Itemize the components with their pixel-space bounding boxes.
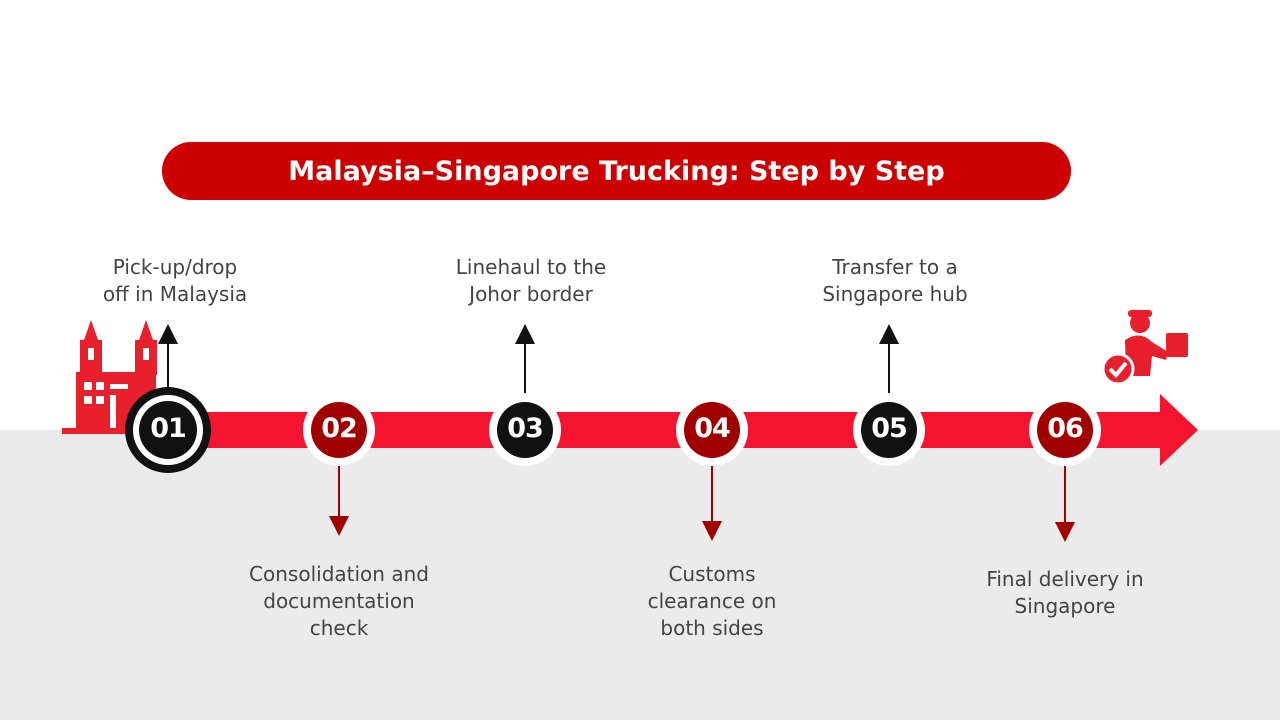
step-label-02: Consolidation and documentation check [209, 561, 469, 642]
step-label-04: Customs clearance on both sides [582, 561, 842, 642]
label-line: Transfer to a [832, 255, 958, 279]
label-line: Customs [668, 562, 756, 586]
title-banner: Malaysia–Singapore Trucking: Step by Ste… [162, 142, 1071, 200]
label-line: clearance on [647, 589, 777, 613]
step-number: 05 [871, 413, 908, 444]
step-label-01: Pick-up/drop off in Malaysia [45, 254, 305, 308]
step-number: 01 [150, 413, 187, 444]
title: Malaysia–Singapore Trucking: Step by Ste… [288, 155, 945, 187]
delivery-person-icon [1101, 310, 1188, 386]
label-line: Pick-up/drop [112, 255, 238, 279]
label-line: documentation [263, 589, 415, 613]
step-label-06: Final delivery in Singapore [935, 566, 1195, 620]
label-line: off in Malaysia [102, 282, 248, 306]
label-line: Singapore [1014, 594, 1116, 618]
label-line: Johor border [469, 282, 593, 306]
bottom-background [0, 430, 1280, 720]
label-line: Consolidation and [249, 562, 429, 586]
label-line: Linehaul to the [455, 255, 607, 279]
timeline-arrowhead [1160, 394, 1198, 466]
step-number: 06 [1047, 413, 1084, 444]
step-circle-02 [303, 394, 375, 466]
step-number: 04 [694, 413, 731, 444]
step-circle-01 [125, 387, 211, 473]
step-number: 03 [507, 413, 544, 444]
label-line: Final delivery in [986, 567, 1144, 591]
step-circle-03 [489, 394, 561, 466]
label-line: check [309, 616, 369, 640]
step-circle-04 [676, 394, 748, 466]
label-line: both sides [660, 616, 764, 640]
step-circle-05 [853, 394, 925, 466]
label-line: Singapore hub [822, 282, 968, 306]
step-label-05: Transfer to a Singapore hub [765, 254, 1025, 308]
step-number: 02 [321, 413, 358, 444]
step-circle-06 [1029, 394, 1101, 466]
